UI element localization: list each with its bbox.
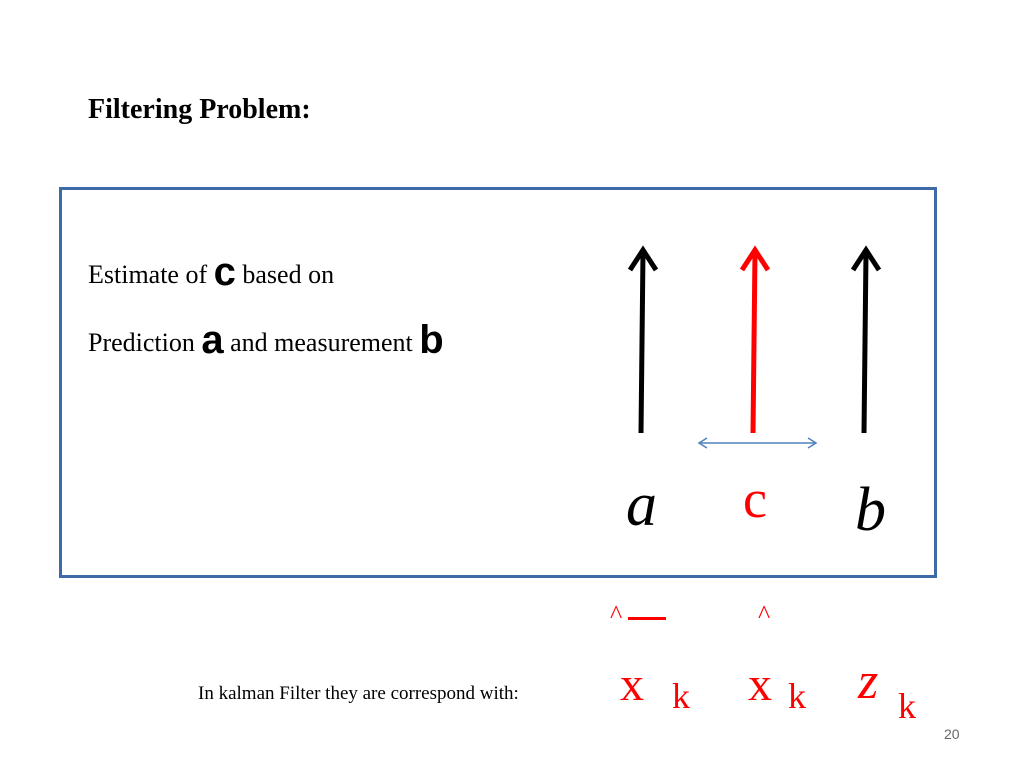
label-b: b: [855, 476, 886, 544]
estimate-line: Estimate of c based on: [88, 250, 334, 295]
symbol-z: z: [858, 653, 879, 710]
bar-accent-1: [628, 617, 666, 620]
slide-title: Filtering Problem:: [88, 94, 311, 125]
arrow-c-shaft: [750, 251, 758, 434]
prediction-var-b: b: [419, 318, 444, 362]
estimate-var-c: c: [213, 250, 236, 294]
kalman-text: In kalman Filter they are correspond wit…: [198, 683, 519, 704]
double-arrow-left-head: [697, 437, 708, 449]
arrow-b-head: [850, 245, 882, 272]
arrow-b-shaft: [861, 251, 869, 434]
hat-accent-2: ^: [758, 600, 771, 629]
estimate-prefix: Estimate of: [88, 260, 214, 289]
prediction-middle: and measurement: [223, 328, 420, 357]
page-number: 20: [944, 726, 960, 742]
arrow-c-head: [739, 245, 771, 272]
label-a: a: [626, 471, 657, 539]
estimate-suffix: based on: [235, 260, 335, 289]
subscript-k-3: k: [898, 686, 916, 726]
subscript-k-2: k: [788, 676, 806, 716]
prediction-var-a: a: [201, 318, 224, 362]
arrow-a-head: [627, 245, 659, 272]
prediction-prefix: Prediction: [88, 328, 202, 357]
filtering-box: [59, 187, 937, 578]
hat-accent-1: ^: [610, 600, 623, 629]
subscript-k-1: k: [672, 676, 690, 716]
label-c: c: [743, 469, 767, 529]
prediction-line: Prediction a and measurement b: [88, 318, 444, 363]
arrow-a-shaft: [638, 251, 646, 434]
double-arrow-right-head: [807, 437, 818, 449]
symbol-x-prior: x: [620, 658, 644, 711]
symbol-x-posterior: x: [748, 658, 772, 711]
